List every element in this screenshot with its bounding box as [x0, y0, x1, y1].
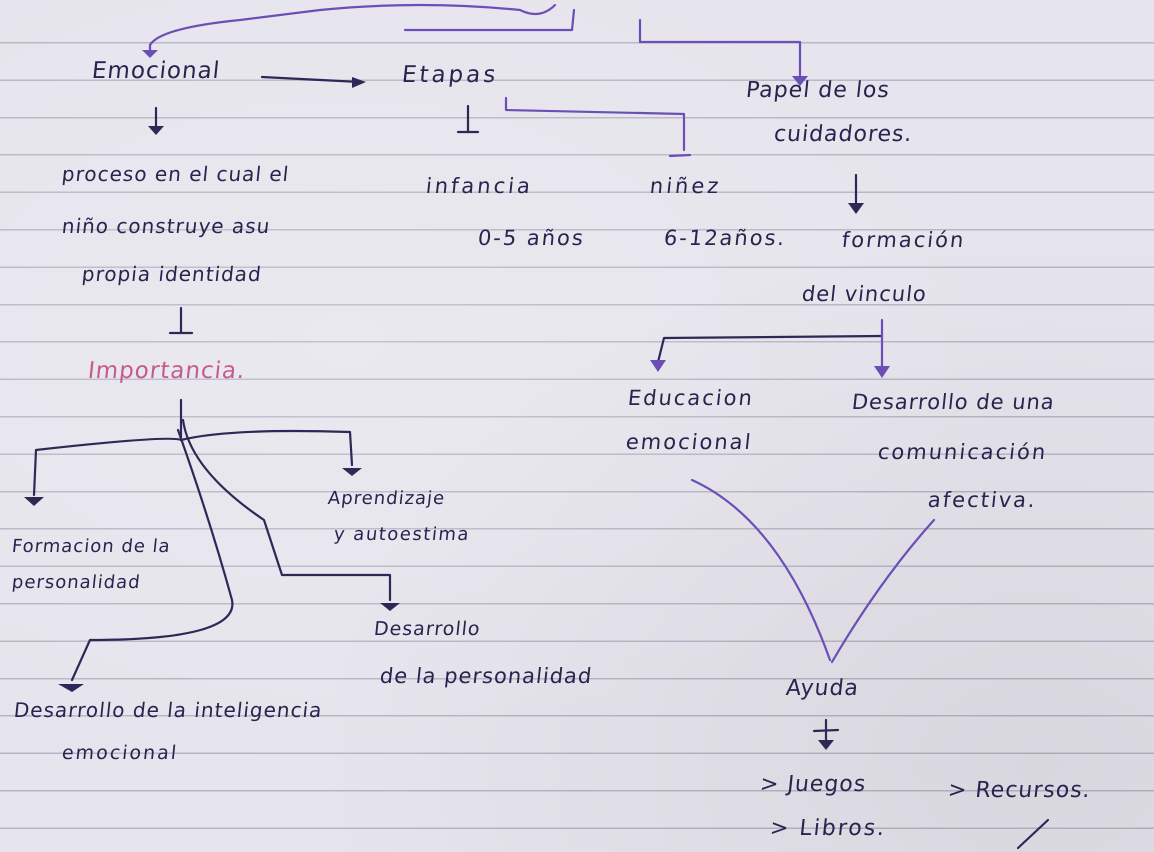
ayuda-down-arrowhead [818, 740, 834, 750]
inteligencia-arrowhead [58, 684, 84, 692]
ayuda-label: Ayuda [784, 676, 861, 701]
aprendizaje-label-1: Aprendizaje [326, 488, 447, 509]
proceso-line-1: proceso en el cual el [60, 162, 291, 186]
formacion-personalidad-1: Formacion de la [10, 536, 172, 557]
branch-to-inteligencia [70, 428, 234, 682]
desarrollo-comunicacion-2: comunicación [876, 440, 1049, 464]
recursos-item: > Recursos. [946, 778, 1093, 803]
branch-to-desarrollo-personalidad [181, 418, 392, 602]
infancia-age: 0-5 años [476, 226, 587, 250]
branch-to-aprendizaje [179, 429, 354, 467]
cuidadores-down-arrowhead [848, 203, 864, 214]
emocional-to-etapas-arrowhead [352, 77, 366, 88]
desarrollo-personalidad-1: Desarrollo [372, 618, 482, 640]
juegos-item: > Juegos [758, 772, 868, 797]
etapas-label: Etapas [400, 62, 500, 88]
desarrollo-personalidad-2: de la personalidad [378, 664, 594, 688]
desarrollo-arrowhead [874, 366, 890, 378]
top-left-arrowhead [142, 50, 158, 58]
ninez-label: niñez [648, 174, 723, 198]
proceso-line-3: propia identidad [80, 262, 264, 286]
ninez-age: 6-12años. [662, 226, 788, 250]
emocional-to-etapas-line [260, 75, 362, 84]
inteligencia-label-2: emocional [60, 742, 180, 764]
ninez-tick [668, 153, 692, 158]
libros-item: > Libros. [768, 816, 888, 841]
aprendizaje-label-2: y autoestima [332, 524, 472, 545]
inteligencia-label-1: Desarrollo de la inteligencia [12, 698, 324, 722]
aprendizaje-arrowhead [342, 468, 362, 476]
top-right-line [638, 18, 802, 84]
ayuda-down-tick [812, 728, 840, 733]
emocional-down-arrowhead [148, 126, 164, 135]
educacion-to-ayuda-line [690, 478, 832, 662]
papel-label: Papel de los [744, 78, 892, 103]
branch-to-formacion [32, 437, 183, 497]
proceso-line-2: niño construye asu [60, 214, 272, 238]
infancia-label: infancia [424, 174, 535, 198]
cuidadores-label: cuidadores. [772, 122, 914, 147]
desarrollo-comunicacion-1: Desarrollo de una [850, 390, 1057, 414]
papel-arrowhead [792, 76, 808, 86]
vinculo-label: del vinculo [800, 282, 929, 306]
importancia-label: Importancia. [86, 358, 247, 384]
desarrollo-pers-arrowhead [380, 603, 400, 611]
formacion-personalidad-2: personalidad [10, 572, 142, 593]
stray-mark [1016, 818, 1050, 850]
top-bracket-line [148, 3, 576, 47]
formacion-label: formación [840, 228, 967, 252]
vinculo-split-line [656, 334, 884, 364]
desarrollo-comunicacion-3: afectiva. [926, 488, 1039, 512]
formacion-arrowhead [24, 497, 44, 506]
etapas-to-ninez-line [504, 96, 686, 152]
emocional-label: Emocional [90, 58, 222, 84]
desarrollo-to-ayuda-line [830, 518, 936, 664]
educacion-arrowhead [650, 360, 666, 372]
educacion-label-2: emocional [624, 430, 754, 454]
educacion-label-1: Educacion [626, 386, 756, 410]
